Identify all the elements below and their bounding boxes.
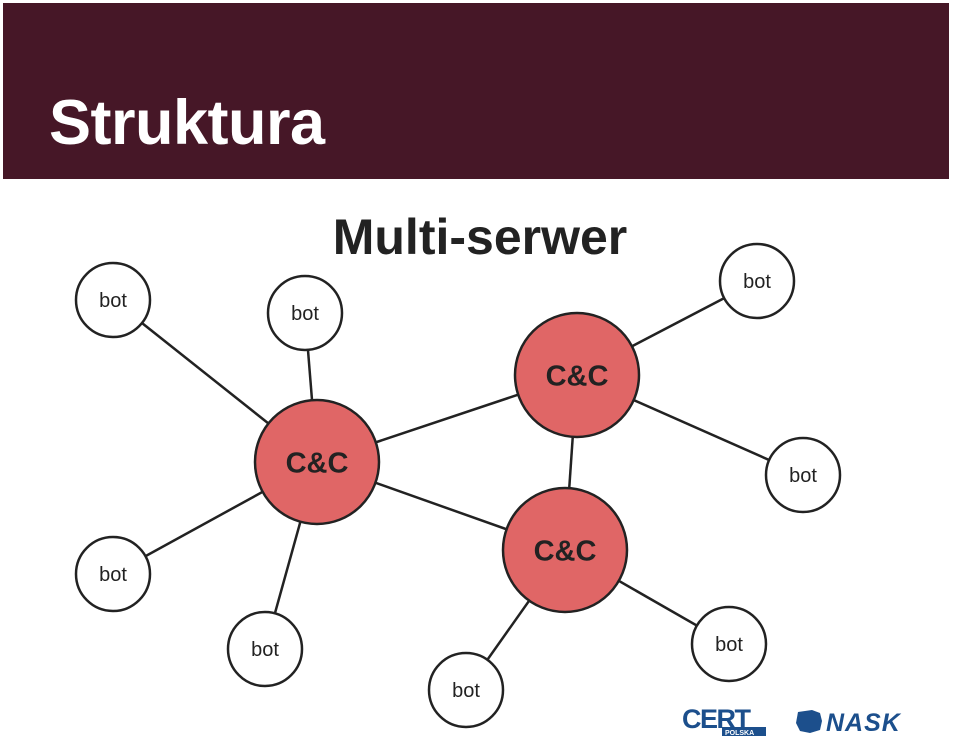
bot-label: bot [743,271,771,293]
diagram-nodes: C&C C&C C&C bot bot bot bot bot bot bot bot [74,242,842,729]
cc-server-label: C&C [286,447,349,479]
cc-server-circle [513,311,641,439]
bot-circle [427,651,505,729]
bot-label: bot [789,465,817,487]
bot-label: bot [99,290,127,312]
footer-logos: CERT POLSKA NASK [682,704,902,737]
bot-label: bot [251,639,279,661]
bot-label: bot [452,680,480,702]
cert-logo-subtext: POLSKA [725,730,754,737]
nask-logo-text: NASK [826,709,902,737]
bot-node: bot [266,274,344,352]
cc-server-node: C&C [253,398,381,526]
bot-label: bot [99,564,127,586]
bot-circle [764,436,842,514]
bot-node: bot [74,535,152,613]
bot-circle [74,535,152,613]
diagram-subtitle: Multi-serwer [332,209,628,265]
bot-label: bot [715,634,743,656]
bot-node: bot [690,605,768,683]
bot-node: bot [718,242,796,320]
cc-server-node: C&C [513,311,641,439]
bot-circle [74,261,152,339]
bot-circle [226,610,304,688]
cert-logo-bar [722,727,766,736]
cc-server-label: C&C [534,535,597,567]
cc-server-label: C&C [546,360,609,392]
bot-circle [266,274,344,352]
bot-circle [718,242,796,320]
bot-label: bot [291,303,319,325]
bot-circle [690,605,768,683]
bot-node: bot [74,261,152,339]
title-band [3,3,949,179]
cc-server-node: C&C [501,486,629,614]
cert-polska-logo: CERT POLSKA [682,704,766,737]
bot-node: bot [764,436,842,514]
cc-server-circle [253,398,381,526]
nask-logo: NASK [796,709,902,737]
nask-map-icon [796,710,822,733]
bot-node: bot [427,651,505,729]
bot-node: bot [226,610,304,688]
slide-title: Struktura [49,88,325,158]
cc-server-circle [501,486,629,614]
